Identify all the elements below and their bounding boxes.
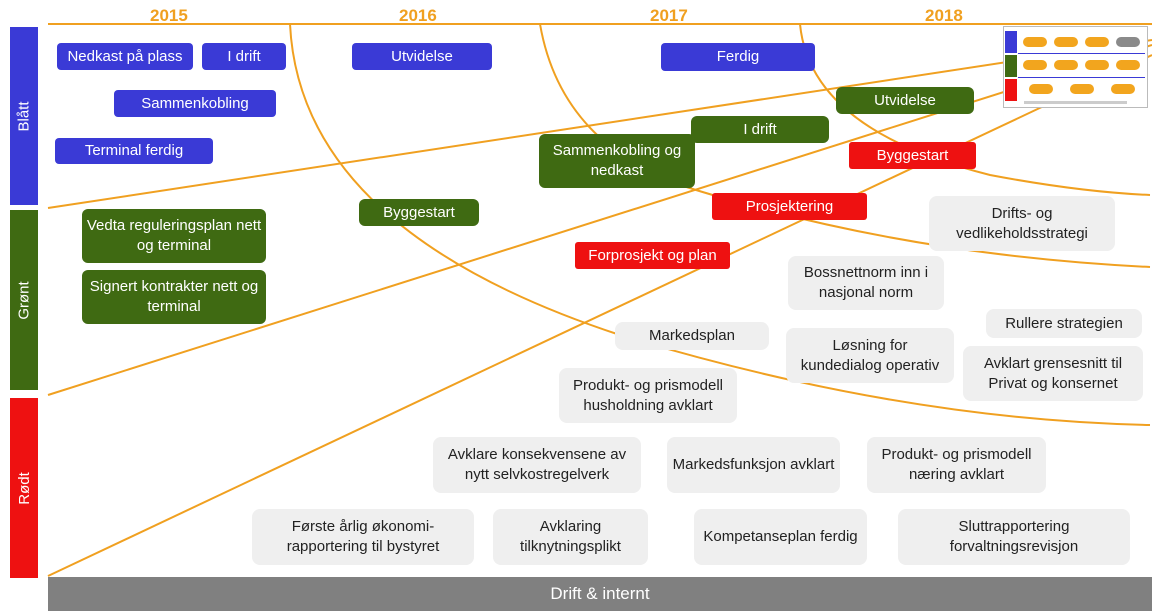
- milestone-sluttrapportering: Sluttrapportering forvaltningsrevisjon: [898, 509, 1130, 565]
- diagonal-blue: [47, 39, 1152, 209]
- band-blue-label: Blått: [15, 100, 33, 132]
- milestone-produkt-husholdning: Produkt- og prismodell husholdning avkla…: [559, 368, 737, 423]
- milestone-vedta-reguleringsplan: Vedta reguleringsplan nett og terminal: [82, 209, 266, 263]
- milestone-utvidelse-2016: Utvidelse: [352, 43, 492, 70]
- milestone-sammenkobling: Sammenkobling: [114, 90, 276, 117]
- milestone-i-drift-2017: I drift: [691, 116, 829, 143]
- milestone-i-drift-2015: I drift: [202, 43, 286, 70]
- milestone-signert-kontrakter: Signert kontrakter nett og terminal: [82, 270, 266, 324]
- milestone-bossnettnorm: Bossnettnorm inn i nasjonal norm: [788, 256, 944, 310]
- milestone-drifts-strategi: Drifts- og vedlikeholdsstrategi: [929, 196, 1115, 251]
- milestone-markedsplan: Markedsplan: [615, 322, 769, 350]
- milestone-avklaring-tilknytning: Avklaring tilknytningsplikt: [493, 509, 648, 565]
- diagonal-red: [47, 54, 1152, 577]
- year-2015: 2015: [150, 6, 188, 25]
- milestone-markedsfunksjon: Markedsfunksjon avklart: [667, 437, 840, 493]
- year-2016: 2016: [399, 6, 437, 25]
- milestone-byggestart-2018: Byggestart: [849, 142, 976, 169]
- milestone-terminal-ferdig: Terminal ferdig: [55, 138, 213, 164]
- milestone-sammenkobling-nedkast: Sammenkobling og nedkast: [539, 134, 695, 188]
- band-green: Grønt: [10, 210, 38, 390]
- milestone-forprosjekt: Forprosjekt og plan: [575, 242, 730, 269]
- band-red: Rødt: [10, 398, 38, 578]
- milestone-byggestart-2016: Byggestart: [359, 199, 479, 226]
- milestone-avklart-grensesnitt: Avklart grensesnitt til Privat og konser…: [963, 346, 1143, 401]
- year-2017: 2017: [650, 6, 688, 25]
- milestone-rullere-strategien: Rullere strategien: [986, 309, 1142, 338]
- milestone-avklare-konsekvensene: Avklare konsekvensene av nytt selvkostre…: [433, 437, 641, 493]
- milestone-losning-kundedialog: Løsning for kundedialog operativ: [786, 328, 954, 383]
- arc-2017-2018: [799, 23, 1151, 196]
- milestone-forste-aarlig: Første årlig økonomi-rapportering til by…: [252, 509, 474, 565]
- milestone-nedkast-paa-plass: Nedkast på plass: [57, 43, 193, 70]
- year-2018: 2018: [925, 6, 963, 25]
- band-red-label: Rødt: [15, 471, 33, 505]
- milestone-utvidelse-2018: Utvidelse: [836, 87, 974, 114]
- band-green-label: Grønt: [15, 280, 33, 320]
- milestone-kompetanseplan: Kompetanseplan ferdig: [694, 509, 867, 565]
- band-blue: Blått: [10, 27, 38, 205]
- milestone-prosjektering: Prosjektering: [712, 193, 867, 220]
- milestone-produkt-naering: Produkt- og prismodell næring avklart: [867, 437, 1046, 493]
- footer-drift-internt: Drift & internt: [48, 577, 1152, 611]
- overview-thumbnail: [1003, 26, 1148, 108]
- milestone-ferdig: Ferdig: [661, 43, 815, 71]
